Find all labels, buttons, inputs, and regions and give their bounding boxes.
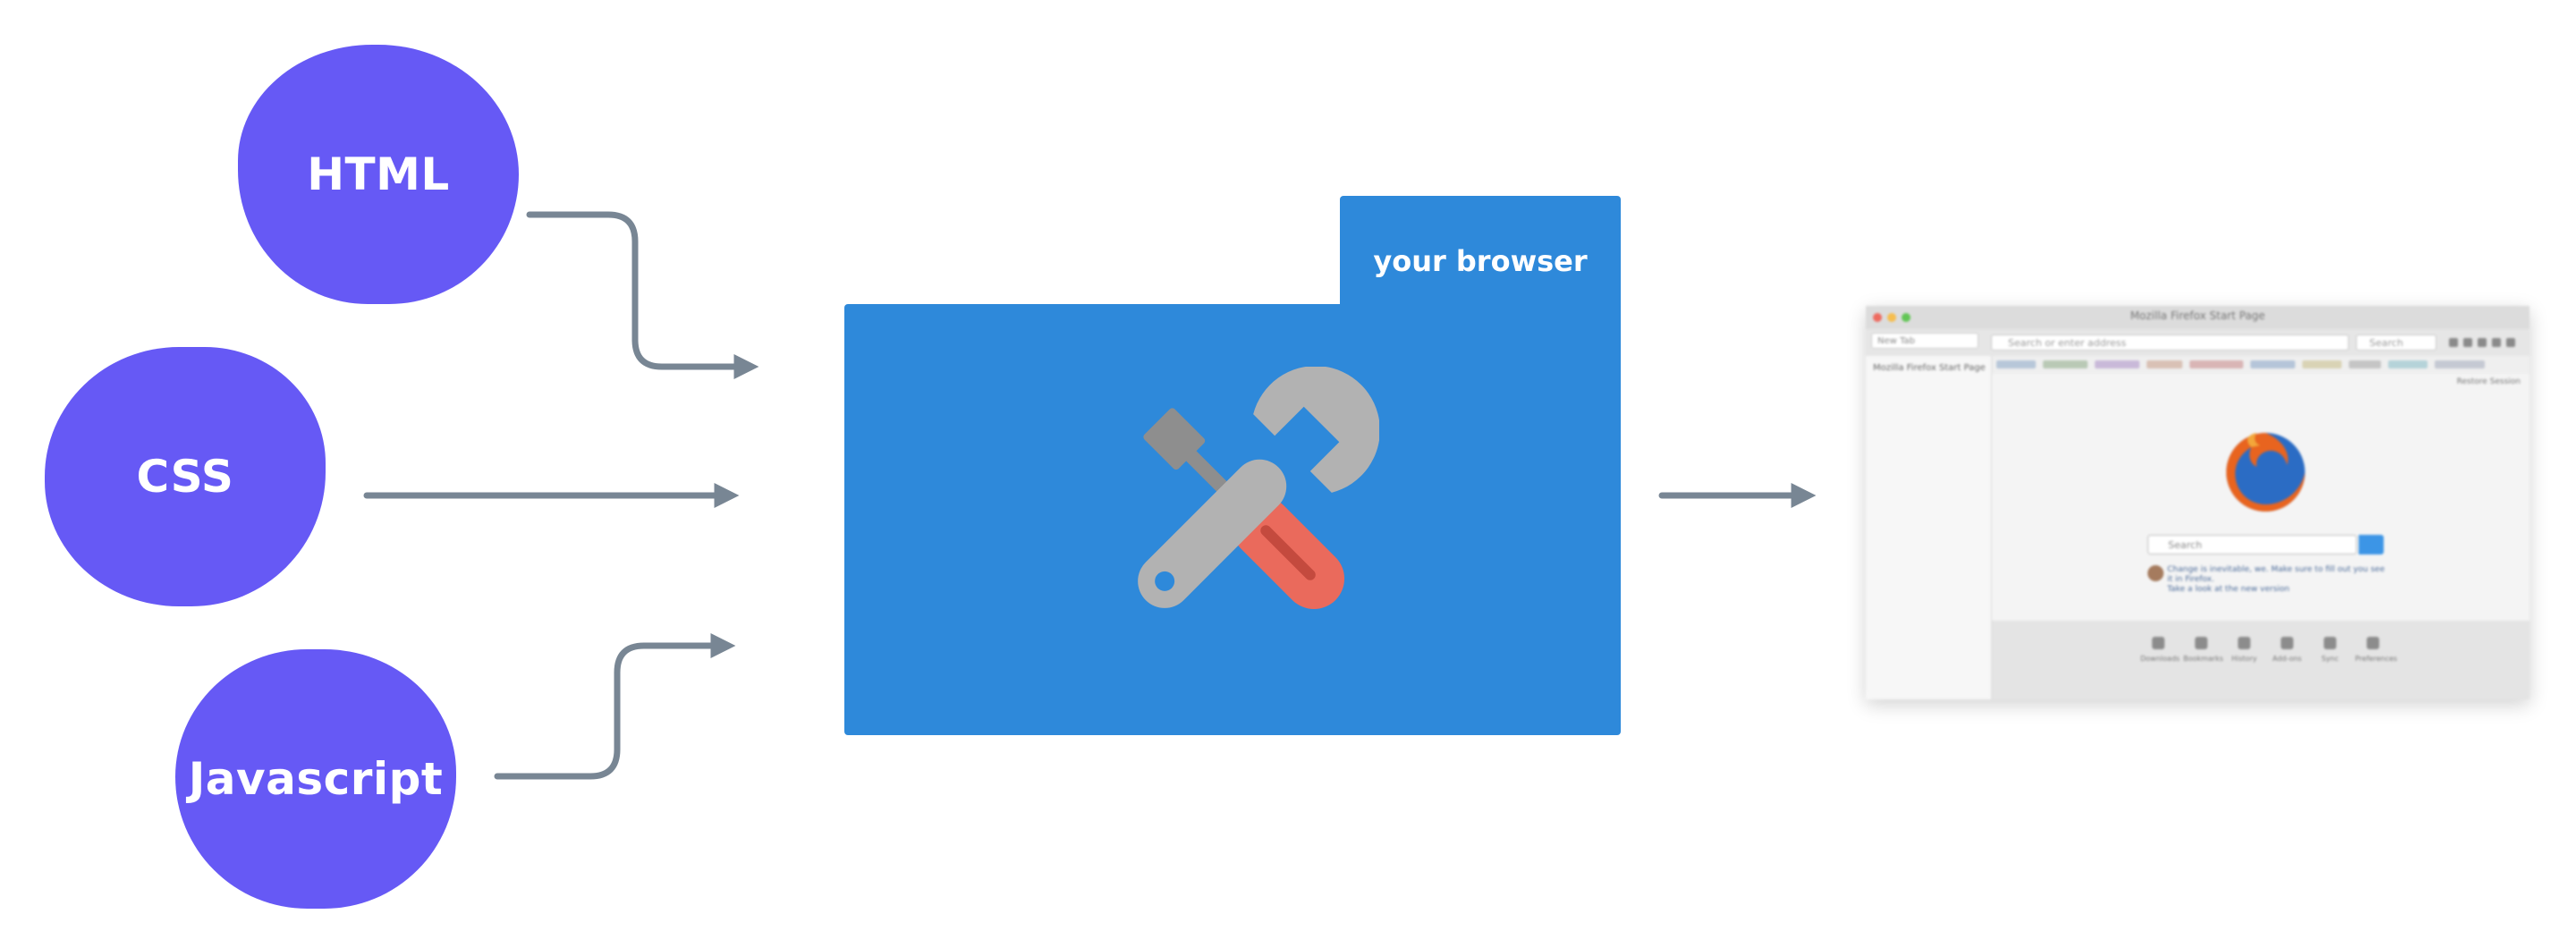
launcher-addons: Add-ons: [2269, 637, 2305, 663]
reading-list-icon: [2463, 338, 2472, 347]
minimize-dot-icon: [1887, 313, 1896, 322]
content-search-button: [2359, 535, 2384, 554]
home-icon: [2492, 338, 2501, 347]
launcher-sync: Sync: [2312, 637, 2348, 663]
snippet-line: Change is inevitable, we. Make sure to f…: [2167, 565, 2385, 584]
launcher-bookmarks: Bookmarks: [2183, 637, 2224, 663]
launcher-preferences: Preferences: [2355, 637, 2397, 663]
bookmark-item: [2349, 360, 2381, 368]
bookmark-star-icon: [2449, 338, 2458, 347]
firefox-logo-icon: [2226, 433, 2305, 512]
clock-icon: [2238, 637, 2250, 649]
sidebar-tab-field: New Tab: [1871, 333, 1979, 349]
browser-titlebar: Mozilla Firefox Start Page: [1866, 306, 2529, 330]
close-dot-icon: [1873, 313, 1882, 322]
launcher-downloads: Downloads: [2140, 637, 2180, 663]
arrow-javascript-to-browser: [494, 633, 736, 780]
wrench-icon: [1138, 367, 1379, 608]
url-bar: Search or enter address: [1991, 334, 2349, 351]
bookmark-item: [2147, 360, 2182, 368]
browser-sidebar: New Tab Mozilla Firefox Start Page: [1866, 333, 1992, 699]
arrow-html-to-browser: [526, 211, 759, 379]
puzzle-icon: [2281, 637, 2293, 649]
zoom-dot-icon: [1902, 313, 1911, 322]
sidebar-item: Mozilla Firefox Start Page: [1873, 363, 1986, 373]
menu-icon: [2506, 338, 2515, 347]
download-icon: [2478, 338, 2487, 347]
bookmark-item: [1996, 360, 2036, 368]
bookmark-item: [2043, 360, 2088, 368]
browser-content: Restore Session Search Change is inevita…: [1992, 374, 2529, 699]
bookmark-item: [2435, 360, 2485, 368]
toolbar-search-field: Search: [2356, 334, 2436, 351]
bookmarks-bar: [1991, 356, 2529, 375]
input-css-label: CSS: [136, 451, 234, 503]
input-html-label: HTML: [307, 148, 450, 200]
bookmark-item: [2250, 360, 2295, 368]
launcher-history: History: [2226, 637, 2262, 663]
browser-folder-label: your browser: [1373, 244, 1588, 278]
sync-icon: [2324, 637, 2336, 649]
tools-icon: [1138, 367, 1379, 610]
browser-window-title: Mozilla Firefox Start Page: [2130, 309, 2266, 322]
gear-icon: [2367, 637, 2379, 649]
screwdriver-icon: [1143, 408, 1345, 610]
bookmark-item: [2388, 360, 2428, 368]
content-search-field: Search: [2148, 535, 2357, 554]
input-javascript-bubble: Javascript: [175, 649, 456, 909]
bookmark-item: [2095, 360, 2140, 368]
snippet-avatar-icon: [2148, 565, 2164, 581]
snippet-link: Take a look at the new version: [2167, 585, 2290, 594]
input-html-bubble: HTML: [238, 45, 519, 304]
restore-session-link: Restore Session: [2456, 377, 2521, 386]
snippet-text: Change is inevitable, we. Make sure to f…: [2167, 565, 2391, 595]
browser-window-screenshot: Mozilla Firefox Start Page Search or ent…: [1866, 306, 2529, 699]
download-icon: [2152, 637, 2165, 649]
input-javascript-label: Javascript: [188, 753, 444, 805]
star-icon: [2195, 637, 2207, 649]
input-css-bubble: CSS: [45, 347, 326, 606]
launcher-bar: Downloads Bookmarks History Add-ons Sync…: [1992, 621, 2529, 699]
bookmark-item: [2302, 360, 2342, 368]
bookmark-item: [2190, 360, 2243, 368]
